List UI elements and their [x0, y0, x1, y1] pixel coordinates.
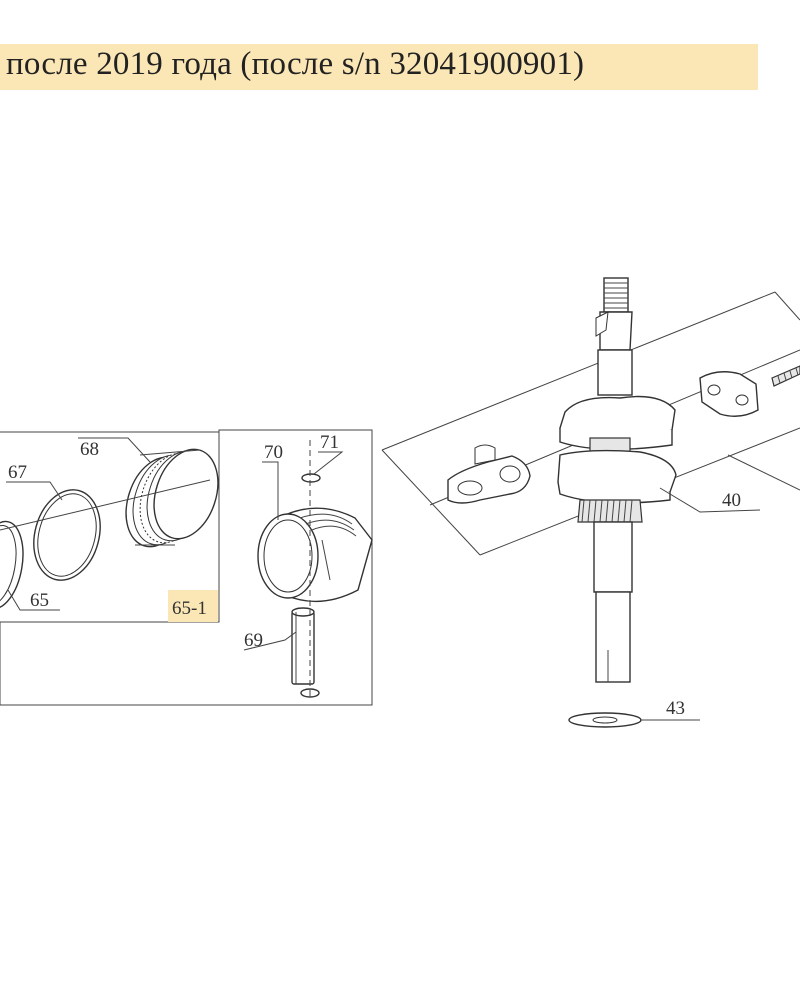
- piston-ring-67: [33, 489, 101, 581]
- piston-ring-group-box: [0, 431, 220, 623]
- thrust-washer-43: [568, 712, 642, 728]
- callout-43: 43: [666, 698, 685, 719]
- group-65-1-highlight: [168, 590, 218, 622]
- piston-70: [257, 507, 373, 603]
- callout-67: 67: [8, 462, 27, 483]
- callout-70: 70: [264, 442, 283, 463]
- callout-40: 40: [722, 490, 741, 511]
- callout-71: 71: [320, 432, 339, 453]
- piston-pin-69: [291, 607, 315, 685]
- piston-group-box: [0, 429, 373, 706]
- crankshaft-40: [557, 277, 677, 683]
- callout-65-1: 65-1: [172, 598, 207, 619]
- title-banner: [0, 44, 758, 90]
- leader-lines: [6, 437, 761, 721]
- connecting-rod: [447, 444, 531, 504]
- piston-ring-65: [0, 520, 24, 610]
- connecting-rod-bolt: [771, 365, 800, 387]
- piston-ring-set-68: [125, 448, 219, 548]
- callout-68: 68: [80, 439, 99, 460]
- connecting-rod-cap: [699, 371, 759, 417]
- callout-65: 65: [30, 590, 49, 611]
- circlip-71-top: [301, 473, 321, 483]
- callout-69: 69: [244, 630, 263, 651]
- page-title: после 2019 года (после s/n 32041900901): [6, 46, 585, 82]
